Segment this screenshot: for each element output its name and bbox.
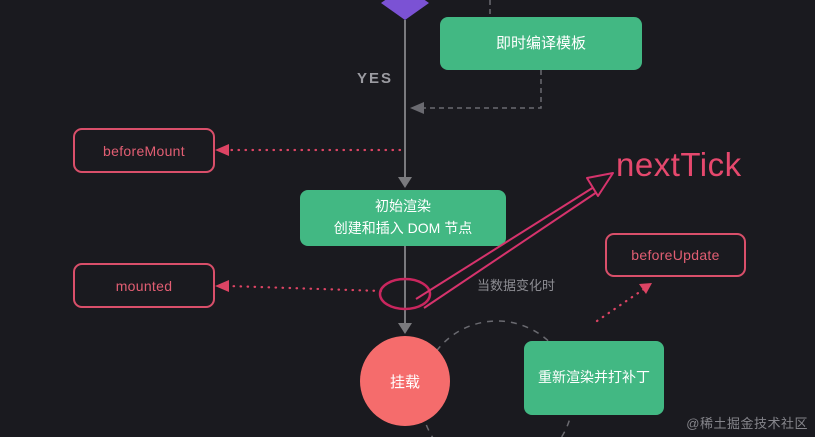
initial-render-line1: 初始渲染 xyxy=(375,198,431,215)
arrowhead-mounted xyxy=(215,280,229,292)
next-tick-label: nextTick xyxy=(616,146,742,183)
arrowhead-before-update xyxy=(639,283,652,294)
node-mounted: mounted xyxy=(73,263,215,308)
arrowhead-before-mount xyxy=(215,144,229,156)
watermark: @稀土掘金技术社区 xyxy=(686,416,808,431)
node-initial-render: 初始渲染 创建和插入 DOM 节点 xyxy=(300,190,506,246)
arrowhead-into-mounted-circle xyxy=(398,323,412,334)
dotted-arrow-mounted xyxy=(226,284,383,293)
node-before-mount: beforeMount xyxy=(73,128,215,173)
next-tick-arrowhead xyxy=(586,172,614,197)
node-rerender-patch: 重新渲染并打补丁 xyxy=(524,341,664,415)
when-data-changes-label: 当数据变化时 xyxy=(477,278,556,293)
next-tick-highlight-ellipse xyxy=(378,277,432,311)
node-mounted-circle: 挂载 xyxy=(360,336,450,426)
initial-render-line2: 创建和插入 DOM 节点 xyxy=(333,220,473,236)
node-before-update: beforeUpdate xyxy=(605,233,746,277)
dotted-arrow-before-update xyxy=(595,287,646,323)
arrowhead-return-to-main-line xyxy=(410,102,424,114)
arrowhead-into-initial-render xyxy=(398,177,412,188)
node-compile-template: 即时编译模板 xyxy=(440,17,642,70)
yes-label: YES xyxy=(357,70,394,87)
dashed-return-path-compile xyxy=(423,70,542,109)
decision-diamond-shape xyxy=(381,0,429,20)
